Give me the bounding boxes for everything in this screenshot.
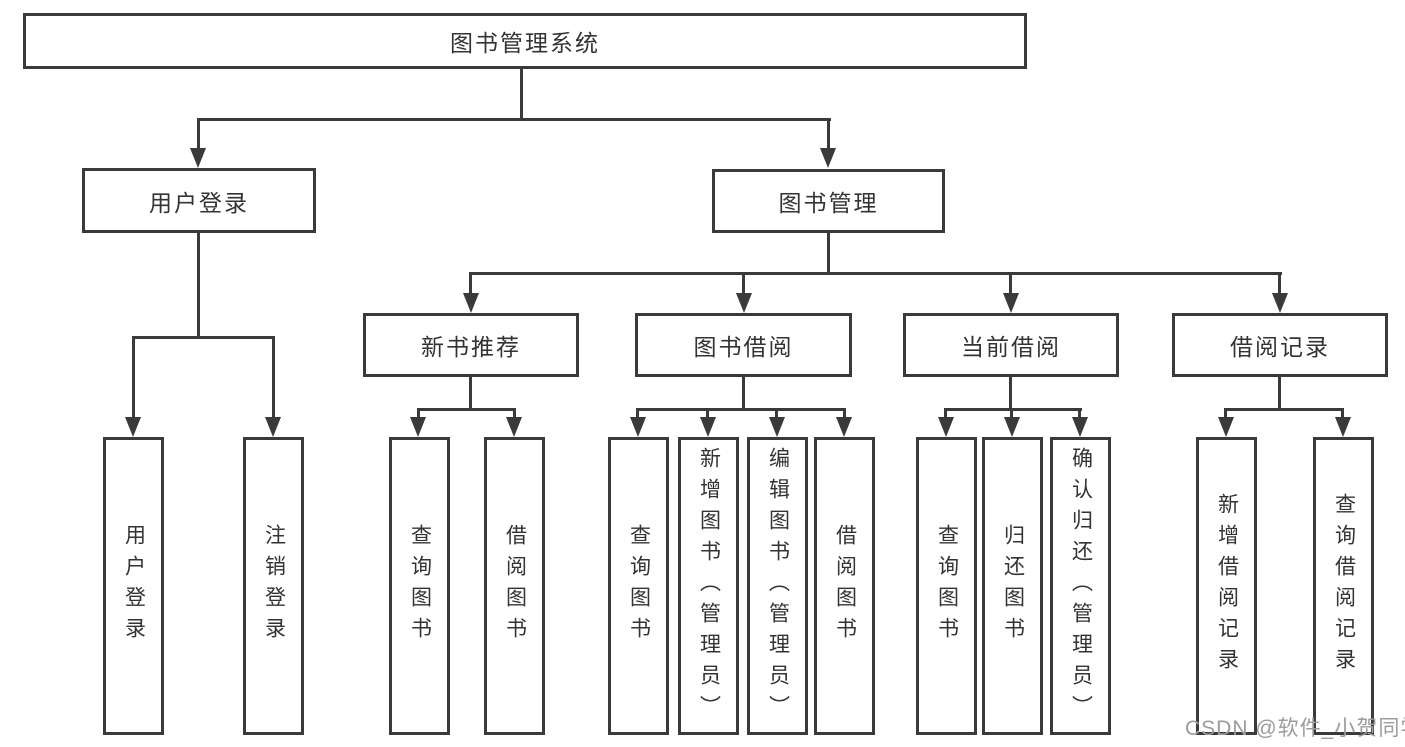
leaf-query-books-borrow: 查询图书: [608, 437, 669, 735]
arrow-down-icon: [700, 417, 716, 437]
node-current-borrow: 当前借阅: [903, 313, 1119, 377]
connector-line: [636, 408, 846, 411]
leaf-query-books-recommend: 查询图书: [389, 437, 450, 735]
connector-line: [132, 336, 135, 420]
connector-line: [1224, 408, 1227, 421]
connector-line: [513, 408, 516, 421]
leaf-label: 新增借阅记录: [1215, 493, 1239, 679]
node-library-management-system: 图书管理系统: [23, 13, 1027, 69]
leaf-label: 查询图书: [408, 524, 432, 648]
connector-line: [944, 408, 947, 421]
leaf-borrow-books: 借阅图书: [814, 437, 875, 735]
node-book-management: 图书管理: [712, 169, 945, 233]
arrow-down-icon: [630, 417, 646, 437]
connector-line: [1010, 408, 1013, 421]
arrow-down-icon: [125, 417, 141, 437]
connector-line: [520, 69, 523, 120]
connector-line: [636, 408, 639, 421]
connector-line: [944, 408, 1082, 411]
leaf-return-book: 归还图书: [982, 437, 1043, 735]
connector-line: [827, 118, 830, 149]
node-new-book-recommend: 新书推荐: [363, 313, 579, 377]
node-book-borrow: 图书借阅: [635, 313, 852, 377]
arrow-down-icon: [265, 417, 281, 437]
arrow-down-icon: [190, 148, 206, 168]
leaf-label: 编辑图书（管理员）: [766, 446, 790, 726]
node-label: 图书管理系统: [450, 30, 600, 56]
leaf-label: 查询图书: [935, 524, 959, 648]
arrow-down-icon: [1072, 417, 1088, 437]
node-label: 借阅记录: [1230, 334, 1330, 360]
connector-line: [272, 336, 275, 420]
connector-line: [132, 336, 275, 339]
connector-line: [1278, 272, 1281, 298]
connector-line: [1009, 272, 1012, 298]
arrow-down-icon: [769, 417, 785, 437]
leaf-user-login: 用户登录: [103, 437, 164, 735]
connector-line: [469, 377, 472, 411]
leaf-edit-book-admin: 编辑图书（管理员）: [747, 437, 808, 735]
connector-line: [706, 408, 709, 421]
arrow-down-icon: [1335, 417, 1351, 437]
leaf-query-books-current: 查询图书: [916, 437, 977, 735]
leaf-add-borrow-record: 新增借阅记录: [1196, 437, 1257, 735]
node-user-login: 用户登录: [82, 168, 316, 233]
connector-line: [197, 118, 831, 121]
connector-line: [843, 408, 846, 421]
leaf-label: 用户登录: [122, 524, 146, 648]
arrow-down-icon: [938, 417, 954, 437]
connector-line: [197, 118, 200, 149]
connector-line: [469, 272, 472, 298]
arrow-down-icon: [1218, 417, 1234, 437]
arrow-down-icon: [506, 417, 522, 437]
connector-line: [1224, 408, 1344, 411]
node-label: 图书借阅: [693, 334, 794, 360]
connector-line: [197, 233, 200, 339]
leaf-label: 注销登录: [262, 524, 286, 648]
leaf-add-book-admin: 新增图书（管理员）: [678, 437, 739, 735]
connector-line: [1278, 377, 1281, 411]
node-borrow-records: 借阅记录: [1172, 313, 1388, 377]
connector-line: [775, 408, 778, 421]
connector-line: [417, 408, 420, 421]
arrow-down-icon: [820, 148, 836, 168]
leaf-label: 查询借阅记录: [1332, 493, 1356, 679]
node-label: 当前借阅: [961, 334, 1061, 360]
arrow-down-icon: [736, 293, 752, 313]
leaf-borrow-books-recommend: 借阅图书: [484, 437, 545, 735]
leaf-logout: 注销登录: [243, 437, 304, 735]
csdn-watermark: CSDN @软件_小贺同学: [1185, 717, 1405, 740]
leaf-label: 借阅图书: [503, 524, 527, 648]
leaf-label: 确认归还（管理员）: [1069, 446, 1093, 726]
arrow-down-icon: [1003, 293, 1019, 313]
node-label: 用户登录: [149, 189, 249, 216]
connector-line: [742, 272, 745, 298]
connector-line: [469, 272, 1282, 275]
leaf-label: 查询图书: [627, 524, 651, 648]
connector-line: [1341, 408, 1344, 421]
node-label: 图书管理: [778, 190, 879, 216]
arrow-down-icon: [410, 417, 426, 437]
connector-line: [742, 377, 745, 411]
leaf-label: 借阅图书: [833, 524, 857, 648]
connector-line: [1078, 408, 1081, 421]
connector-line: [1009, 377, 1012, 411]
connector-line: [827, 233, 830, 275]
arrow-down-icon: [1004, 417, 1020, 437]
arrow-down-icon: [1272, 293, 1288, 313]
leaf-query-borrow-record: 查询借阅记录: [1313, 437, 1374, 735]
connector-line: [417, 408, 516, 411]
arrow-down-icon: [463, 293, 479, 313]
leaf-label: 归还图书: [1001, 524, 1025, 648]
arrow-down-icon: [836, 417, 852, 437]
node-label: 新书推荐: [421, 334, 521, 360]
leaf-label: 新增图书（管理员）: [697, 446, 721, 726]
leaf-confirm-return-admin: 确认归还（管理员）: [1050, 437, 1111, 735]
